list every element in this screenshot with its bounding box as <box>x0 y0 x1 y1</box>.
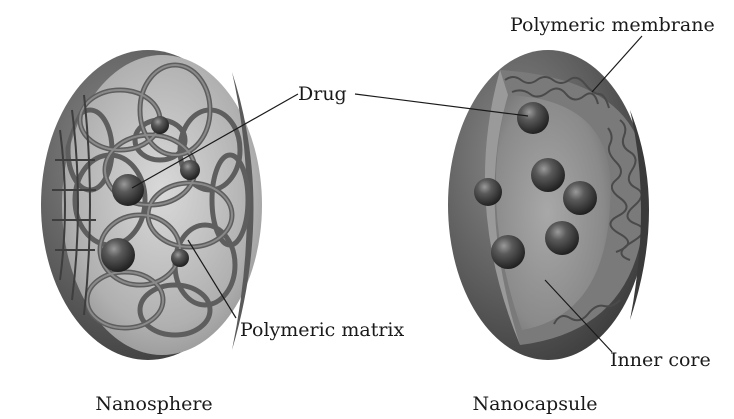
title-nanocapsule: Nanocapsule <box>472 393 597 415</box>
nanocapsule-drug-particle <box>491 235 525 269</box>
nanosphere <box>41 50 262 360</box>
label-polymeric-matrix: Polymeric matrix <box>240 319 405 341</box>
title-nanosphere: Nanosphere <box>95 393 212 415</box>
label-drug: Drug <box>298 83 347 105</box>
nanocapsule-drug-particle <box>531 158 565 192</box>
leader-polymeric-membrane <box>592 36 642 92</box>
nanosphere-drug-particle <box>151 116 169 134</box>
nanosphere-drug-particle <box>171 249 189 267</box>
nanosphere-drug-particle <box>112 174 144 206</box>
nanocapsule-drug-particle <box>474 178 502 206</box>
nanosphere-drug-particle <box>180 160 200 180</box>
label-polymeric-membrane: Polymeric membrane <box>510 14 715 36</box>
nanocapsule-drug-particle <box>517 102 549 134</box>
nanocapsule-drug-particle <box>563 181 597 215</box>
nanosphere-drug-particle <box>101 238 135 272</box>
nanocapsule-drug-particle <box>545 221 579 255</box>
label-inner-core: Inner core <box>610 349 711 371</box>
nanocapsule <box>448 50 649 360</box>
